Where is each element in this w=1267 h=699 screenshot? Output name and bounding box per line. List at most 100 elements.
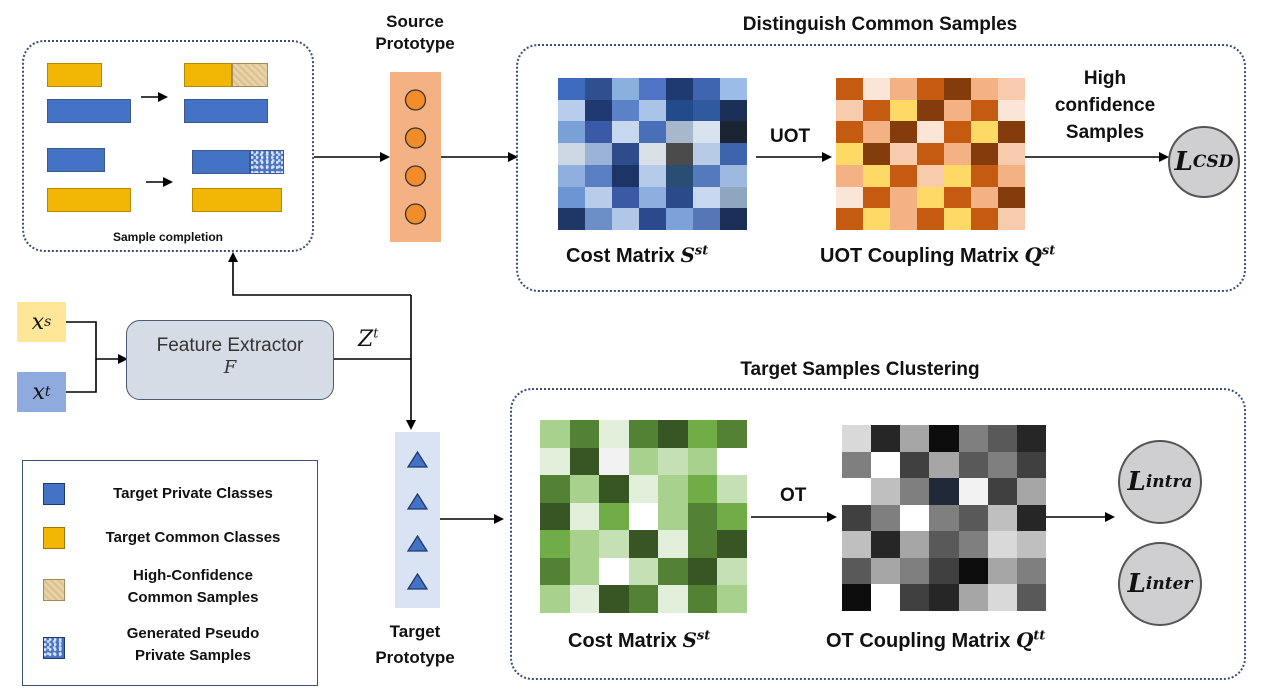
heatmap-cell (944, 121, 971, 144)
heatmap-cell (944, 78, 971, 100)
arrow-to-sample-completion (228, 252, 411, 296)
heatmap-cell (666, 164, 693, 187)
heatmap-cell (693, 164, 720, 187)
heatmap-cell (717, 447, 747, 476)
heatmap-cell (900, 557, 930, 585)
high-conf-line-2: confidence (1054, 95, 1156, 116)
common-bar-3 (192, 188, 282, 212)
heatmap-cell (569, 447, 600, 476)
heatmap-cell (929, 531, 959, 558)
heatmap-cell (987, 584, 1017, 611)
heatmap-cell (987, 557, 1017, 585)
heatmap-cell (612, 78, 639, 100)
heatmap-cell (585, 186, 612, 209)
heatmap-cell (917, 186, 944, 209)
heatmap-cell (612, 208, 639, 230)
heatmap-cell (958, 531, 988, 558)
heatmap-cell (540, 502, 570, 531)
heatmap-cell (958, 504, 988, 532)
heatmap-cell (944, 208, 971, 230)
heatmap-cell (836, 78, 863, 100)
heatmap-cell (863, 99, 890, 122)
heatmap-cell (958, 425, 988, 452)
heatmap-cell (666, 208, 693, 230)
heatmap-cell (687, 447, 718, 476)
heatmap-cell (687, 420, 718, 448)
heatmap-cell (658, 557, 688, 586)
heatmap-cell (612, 121, 639, 144)
feature-extractor-symbol: F (223, 357, 237, 378)
heatmap-cell (944, 186, 971, 209)
target-prototype-title-2: Prototype (375, 648, 455, 667)
top-panel-title: Distinguish Common Samples (742, 14, 1018, 35)
heatmap-cell (836, 186, 863, 209)
heatmap-cell (612, 186, 639, 209)
heatmap-cell (917, 208, 944, 230)
heatmap-cell (687, 585, 718, 613)
sample-completion-label: Sample completion (112, 230, 224, 244)
heatmap-cell (666, 143, 693, 165)
legend-label-high-confidence-2: Common Samples (127, 589, 259, 606)
legend-label-high-confidence-1: High-Confidence (133, 567, 253, 584)
heatmap-cell (693, 208, 720, 230)
heatmap-cell (871, 425, 901, 452)
heatmap-cell (971, 121, 998, 144)
heatmap-cell (717, 557, 747, 586)
heatmap-cell (612, 143, 639, 165)
heatmap-cell (717, 530, 747, 558)
heatmap-cell (929, 584, 959, 611)
heatmap-cell (720, 121, 747, 144)
cost-matrix-heatmap-bottom (540, 420, 747, 613)
heatmap-cell (558, 186, 585, 209)
legend-swatch-pseudo-private (43, 637, 65, 659)
heatmap-cell (944, 164, 971, 187)
heatmap-cell (687, 475, 718, 503)
heatmap-cell (569, 420, 600, 448)
heatmap-cell (987, 425, 1017, 452)
heatmap-cell (687, 530, 718, 558)
heatmap-cell (958, 584, 988, 611)
heatmap-cell (929, 451, 959, 479)
heatmap-cell (599, 502, 629, 531)
heatmap-cell (1016, 531, 1046, 558)
heatmap-cell (900, 584, 930, 611)
heatmap-cell (900, 531, 930, 558)
heatmap-cell (1016, 557, 1046, 585)
heatmap-cell (666, 78, 693, 100)
heatmap-cell (987, 478, 1017, 505)
common-bar-2 (47, 188, 131, 212)
heatmap-cell (628, 475, 659, 503)
heatmap-cell (639, 143, 666, 165)
heatmap-cell (890, 186, 917, 209)
heatmap-cell (929, 478, 959, 505)
heatmap-cell (599, 585, 629, 613)
z-label: Zt (358, 326, 379, 352)
heatmap-cell (863, 164, 890, 187)
heatmap-cell (585, 78, 612, 100)
heatmap-cell (917, 78, 944, 100)
heatmap-cell (666, 121, 693, 144)
heatmap-cell (693, 78, 720, 100)
heatmap-cell (871, 504, 901, 532)
legend-swatch-private (43, 483, 65, 505)
heatmap-cell (693, 186, 720, 209)
heatmap-cell (929, 504, 959, 532)
cost-matrix-heatmap-top (558, 78, 747, 230)
heatmap-cell (871, 531, 901, 558)
heatmap-cell (720, 78, 747, 100)
heatmap-cell (1016, 584, 1046, 611)
heatmap-cell (836, 208, 863, 230)
heatmap-cell (842, 557, 872, 585)
heatmap-cell (998, 186, 1025, 209)
heatmap-cell (540, 420, 570, 448)
heatmap-cell (687, 557, 718, 586)
heatmap-cell (836, 121, 863, 144)
heatmap-cell (890, 208, 917, 230)
heatmap-cell (842, 584, 872, 611)
prototype-triangle-icons (406, 450, 429, 590)
heatmap-cell (987, 531, 1017, 558)
heatmap-cell (998, 99, 1025, 122)
heatmap-cell (890, 164, 917, 187)
